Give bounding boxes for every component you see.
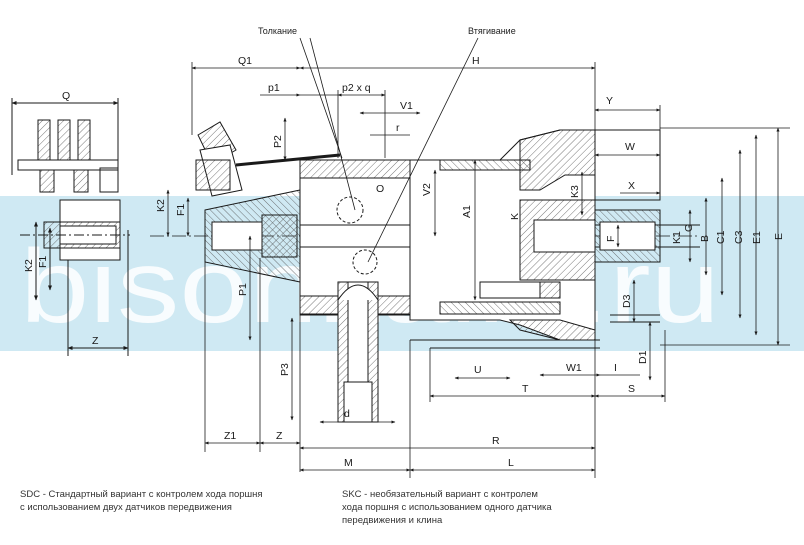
- dim-y: Y: [606, 95, 613, 107]
- dim-p3: P3: [279, 363, 291, 376]
- dimension-lines: [166, 37, 790, 478]
- dim-r-len: R: [492, 435, 500, 447]
- dim-z: Z: [276, 430, 283, 442]
- dim-o: O: [376, 183, 384, 195]
- dim-f1-side: F1: [37, 256, 49, 268]
- dim-k: K: [509, 213, 521, 220]
- dim-u: U: [474, 364, 482, 376]
- dim-k3: K3: [569, 185, 581, 198]
- caption-skc-line3: передвижения и клина: [342, 515, 443, 526]
- side-view: [11, 98, 130, 356]
- dim-m: M: [344, 457, 353, 469]
- dim-l: L: [508, 457, 514, 469]
- dim-b: B: [699, 235, 711, 242]
- dim-q: Q: [62, 90, 70, 102]
- dim-i: I: [614, 362, 617, 374]
- dim-z1: Z1: [224, 430, 236, 442]
- dim-a1: A1: [461, 205, 473, 218]
- dim-h: H: [472, 55, 480, 67]
- dim-w: W: [625, 141, 635, 153]
- dim-q1: Q1: [238, 55, 252, 67]
- dim-d: d: [344, 408, 350, 420]
- dim-v2: V2: [421, 183, 433, 196]
- dim-d3: D3: [621, 294, 633, 308]
- dim-k2-main: K2: [155, 199, 167, 212]
- caption-skc-line1: SKC - необязательный вариант с контролем: [342, 489, 538, 500]
- dim-k2-side: K2: [23, 259, 35, 272]
- dim-v1: V1: [400, 100, 413, 112]
- dim-d1: D1: [637, 350, 649, 364]
- caption-skc: SKC - необязательный вариант с контролем…: [342, 488, 552, 527]
- callout-pull: Втягивание: [468, 26, 516, 36]
- dim-e1: E1: [751, 231, 763, 244]
- dim-c3: C3: [733, 230, 745, 244]
- dim-x: X: [628, 180, 635, 192]
- dim-p2: P2: [272, 135, 284, 148]
- dim-k1: K1: [671, 231, 683, 244]
- dimension-labels: Толкание Втягивание Q Q1 H p1 p2 x q V1 …: [23, 26, 785, 469]
- dim-f: F: [605, 236, 617, 242]
- caption-sdc-line2: с использованием двух датчиков передвиже…: [20, 502, 232, 513]
- caption-skc-line2: хода поршня с использованием одного датч…: [342, 502, 552, 513]
- caption-sdc: SDC - Стандартный вариант с контролем хо…: [20, 488, 263, 514]
- dim-s: S: [628, 383, 635, 395]
- dim-g: G: [683, 224, 695, 232]
- dim-c1: C1: [715, 230, 727, 244]
- dim-p2q: p2 x q: [342, 82, 371, 94]
- dim-w1: W1: [566, 362, 582, 374]
- dim-e: E: [773, 233, 785, 240]
- dim-p1: P1: [237, 283, 249, 296]
- caption-sdc-line1: SDC - Стандартный вариант с контролем хо…: [20, 489, 263, 500]
- dim-r: r: [396, 122, 400, 134]
- dim-z-side: Z: [92, 335, 99, 347]
- dim-p1-top: p1: [268, 82, 280, 94]
- main-section-view: [150, 121, 700, 423]
- dim-t: T: [522, 383, 529, 395]
- dim-f1-main: F1: [175, 204, 187, 216]
- callout-push: Толкание: [258, 26, 297, 36]
